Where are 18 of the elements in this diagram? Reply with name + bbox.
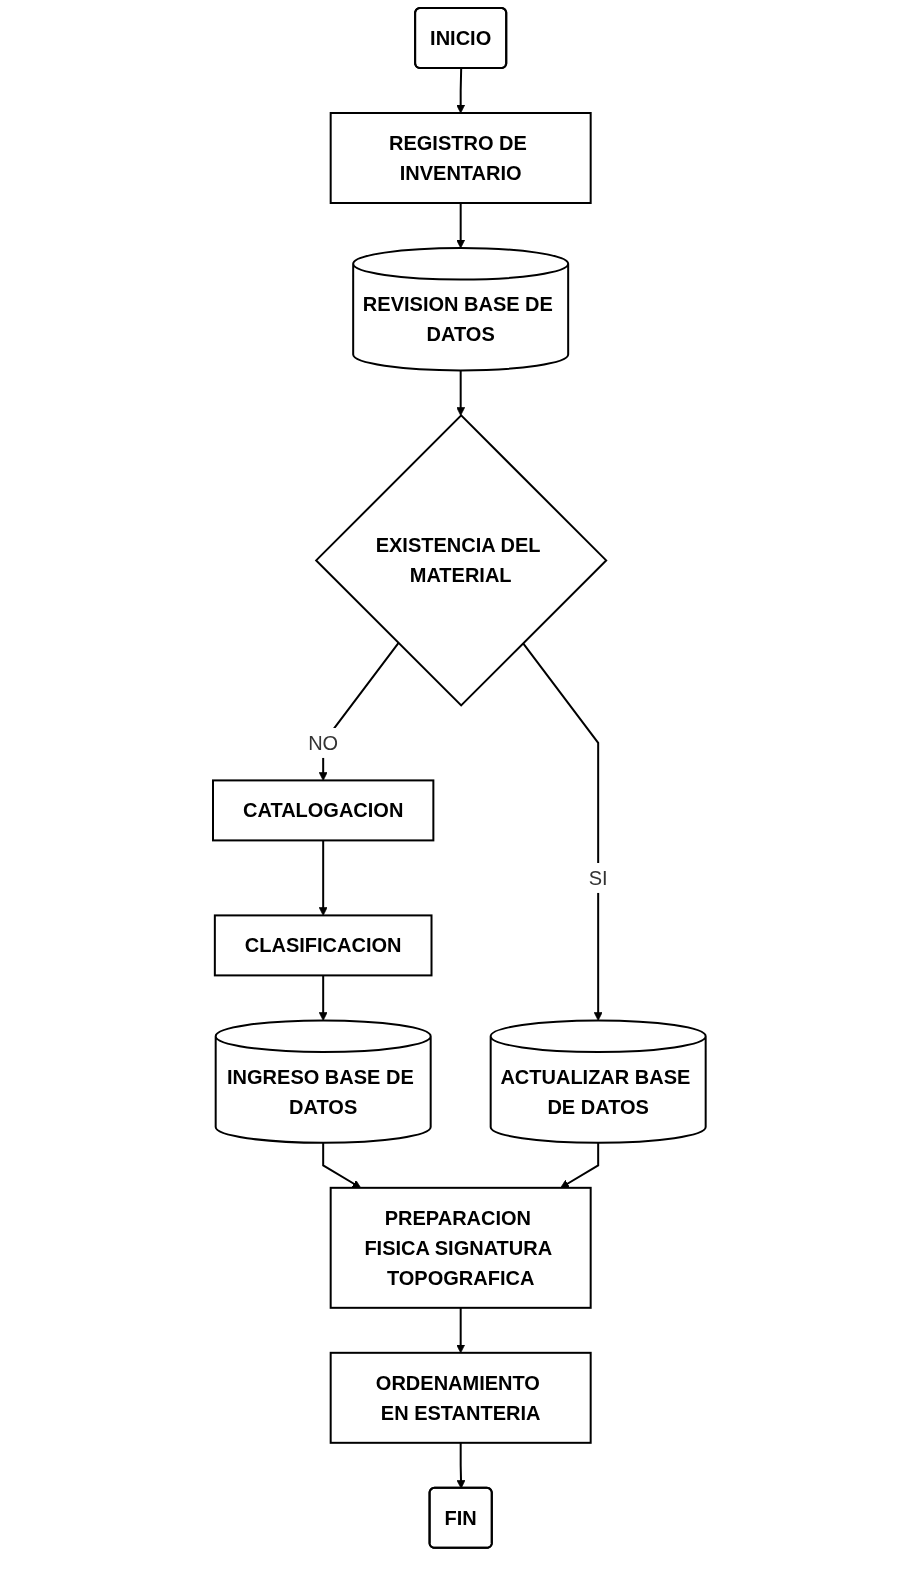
node-box: CLASIFICACION (214, 914, 433, 977)
arrow (456, 67, 466, 114)
edge-label: SI (588, 866, 608, 889)
arrow (322, 1141, 362, 1189)
arrow (456, 1441, 466, 1489)
arrow (456, 369, 466, 416)
arrow (318, 974, 328, 1021)
node-box: ORDENAMIENTO EN ESTANTERIA (329, 1351, 592, 1444)
arrow (456, 1306, 466, 1354)
arrow (560, 1141, 600, 1189)
node-diamond: EXISTENCIA DEL MATERIAL (314, 414, 608, 707)
arrow (318, 839, 328, 916)
edge-label: NO (308, 731, 339, 754)
arrow (522, 642, 603, 1021)
node-box: REGISTRO DE INVENTARIO (329, 112, 592, 204)
node-box: CATALOGACION (212, 779, 435, 842)
node-box: PREPARACION FISICA SIGNATURA TOPOGRAFICA (329, 1186, 592, 1309)
arrow (456, 202, 466, 249)
